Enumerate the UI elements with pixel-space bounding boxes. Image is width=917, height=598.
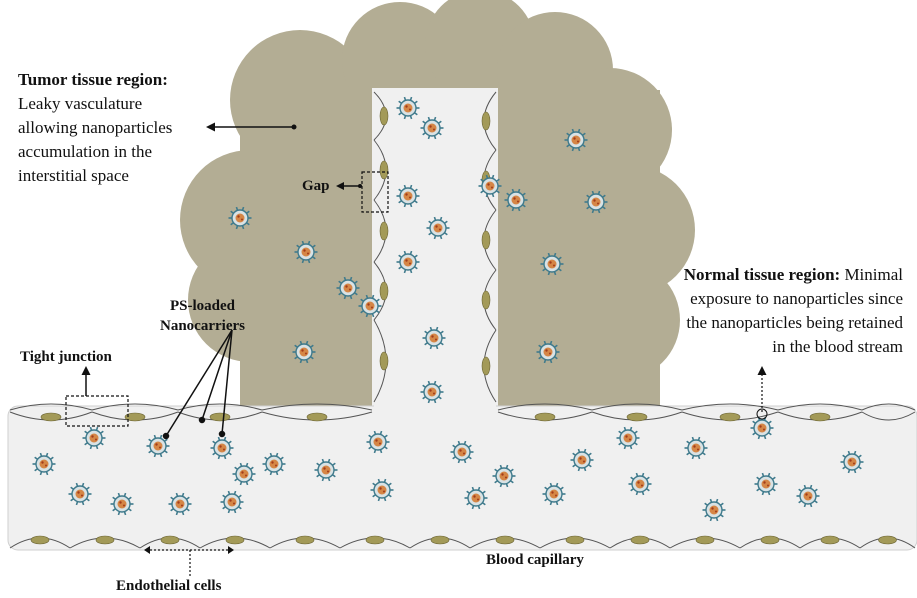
nucleus <box>496 536 514 544</box>
blood-capillary <box>8 406 917 550</box>
normal-title: Normal tissue region: <box>684 265 840 284</box>
tumor-title: Tumor tissue region: <box>18 70 168 89</box>
ps-nanocarriers-label: PS-loaded Nanocarriers <box>160 296 245 336</box>
nucleus <box>761 536 779 544</box>
nucleus <box>366 536 384 544</box>
normal-region-label: Normal tissue region: Minimal exposure t… <box>684 263 903 359</box>
nucleus <box>96 536 114 544</box>
nucleus <box>879 536 897 544</box>
nucleus <box>627 413 647 421</box>
endothelial-cells-label: Endothelial cells <box>116 574 221 598</box>
nucleus <box>296 536 314 544</box>
nucleus <box>631 536 649 544</box>
tumor-line-3: accumulation in the <box>18 140 172 164</box>
tumor-line-2: allowing nanoparticles <box>18 116 172 140</box>
nucleus <box>482 231 490 249</box>
nucleus <box>380 352 388 370</box>
nucleus <box>566 536 584 544</box>
ps-line-1: PS-loaded <box>160 296 245 316</box>
nucleus <box>431 536 449 544</box>
nucleus <box>307 413 327 421</box>
normal-line-2: exposure to nanoparticles since <box>684 287 903 311</box>
nucleus <box>482 112 490 130</box>
tumor-line-1: Leaky vasculature <box>18 92 172 116</box>
nucleus <box>482 291 490 309</box>
nucleus <box>380 282 388 300</box>
tumor-line-4: interstitial space <box>18 164 172 188</box>
normal-line-1-rest: Minimal <box>840 265 903 284</box>
nucleus <box>41 413 61 421</box>
nucleus <box>380 161 388 179</box>
nucleus <box>226 536 244 544</box>
tumor-region-label: Tumor tissue region: Leaky vasculature a… <box>18 68 172 188</box>
nucleus <box>535 413 555 421</box>
blood-capillary-label: Blood capillary <box>486 548 584 572</box>
nucleus <box>161 536 179 544</box>
ps-line-2: Nanocarriers <box>160 316 245 336</box>
nucleus <box>696 536 714 544</box>
nucleus <box>720 413 740 421</box>
normal-line-4: in the blood stream <box>684 335 903 359</box>
nucleus <box>380 222 388 240</box>
nucleus <box>210 413 230 421</box>
nucleus <box>380 107 388 125</box>
nucleus <box>482 357 490 375</box>
nucleus <box>31 536 49 544</box>
normal-line-3: the nanoparticles being retained <box>684 311 903 335</box>
gap-label: Gap <box>302 174 330 198</box>
nucleus <box>810 413 830 421</box>
nucleus <box>821 536 839 544</box>
tight-junction-label: Tight junction <box>20 345 112 369</box>
